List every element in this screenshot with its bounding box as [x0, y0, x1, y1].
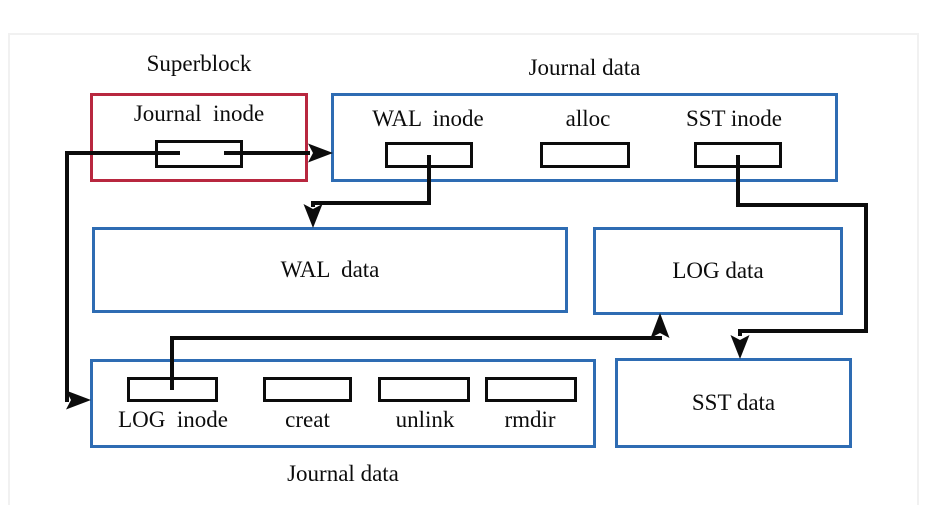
log-data-box: LOG data — [593, 227, 843, 315]
log-data-label: LOG data — [672, 258, 764, 283]
journal-data-bottom-title: Journal data — [287, 461, 399, 486]
wal-inode-pointer-box — [385, 142, 473, 168]
journal-inode-label: Journal inode — [133, 101, 265, 126]
log-inode-pointer-box — [127, 377, 218, 402]
rmdir-pointer-box — [485, 377, 577, 402]
wal-data-label: WAL data — [280, 257, 380, 282]
journal-inode-pointer-box — [155, 140, 243, 168]
sst-inode-pointer-box — [694, 142, 782, 168]
creat-pointer-box — [263, 377, 352, 402]
log-inode-label: LOG inode — [118, 407, 228, 432]
figure-frame — [8, 33, 919, 505]
wal-data-box: WAL data — [92, 227, 568, 313]
wal-inode-label: WAL inode — [372, 106, 484, 131]
unlink-label: unlink — [395, 407, 455, 432]
sst-data-box: SST data — [615, 358, 852, 448]
sst-inode-label: SST inode — [685, 106, 783, 131]
rmdir-label: rmdir — [504, 407, 556, 432]
alloc-label: alloc — [565, 106, 611, 131]
journal-data-top-title: Journal data — [528, 55, 641, 80]
journal-data-bottom-box — [90, 359, 596, 448]
sst-data-label: SST data — [691, 390, 776, 415]
superblock-title: Superblock — [146, 51, 252, 76]
alloc-pointer-box — [540, 142, 630, 168]
creat-label: creat — [285, 407, 330, 432]
unlink-pointer-box — [378, 377, 470, 402]
